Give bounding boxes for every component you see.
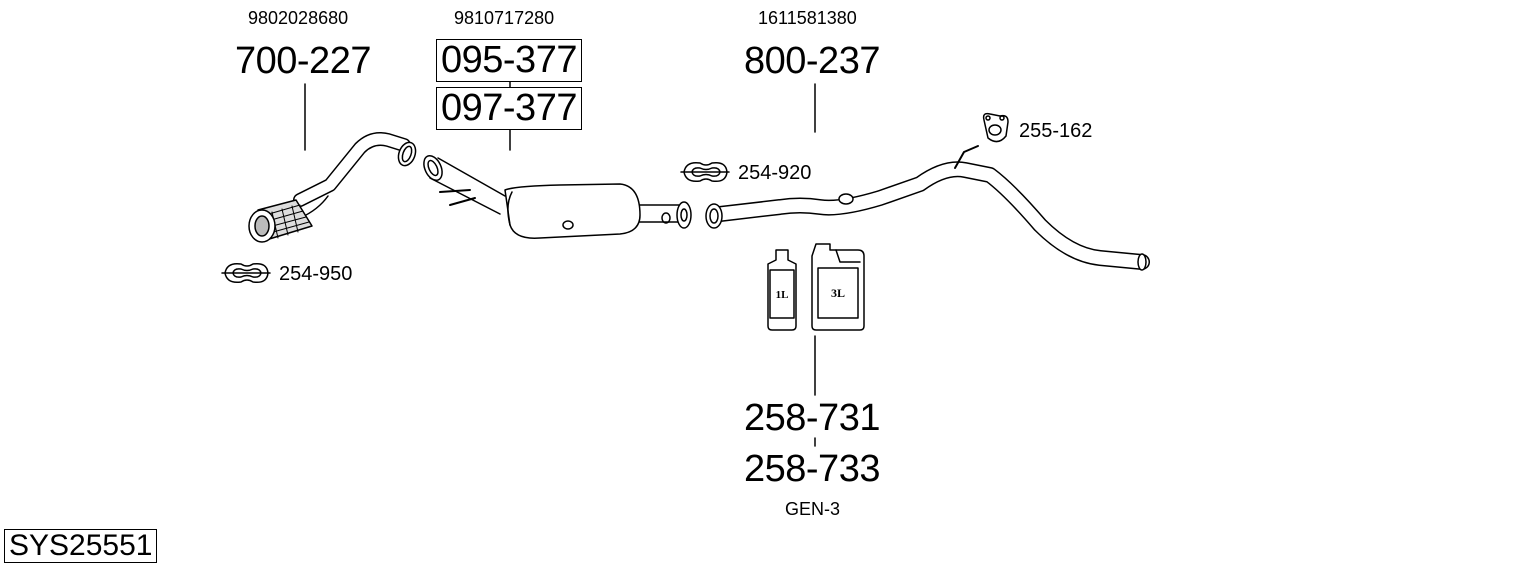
- fluid-can-large-icon: [811, 243, 865, 331]
- rubber-mount-icon: [982, 112, 1009, 143]
- fluid-can-large-label: 3L: [831, 286, 845, 300]
- part-clamp-mid[interactable]: 254-920: [738, 162, 812, 184]
- oe-number-front-pipe: 9802028680: [248, 8, 349, 28]
- part-fluid-a[interactable]: 258-731: [744, 397, 880, 439]
- part-rubber-mount[interactable]: 255-162: [1019, 120, 1093, 142]
- particle-filter-drawing: [423, 154, 692, 239]
- oe-number-rear-pipe: 1611581380: [758, 8, 857, 28]
- part-filter-a[interactable]: 095-377: [436, 39, 582, 82]
- part-rear-pipe[interactable]: 800-237: [744, 40, 880, 82]
- rear-pipe-drawing: [705, 145, 1150, 271]
- part-clamp-front[interactable]: 254-950: [279, 263, 353, 285]
- fluid-generation: GEN-3: [785, 499, 841, 519]
- part-filter-b[interactable]: 097-377: [436, 87, 582, 130]
- fluid-can-small-label: 1L: [776, 289, 789, 301]
- fluid-can-small-icon: [767, 249, 797, 331]
- clamp-mid-icon: [680, 161, 730, 183]
- clamp-front-icon: [221, 262, 271, 284]
- part-fluid-b[interactable]: 258-733: [744, 448, 880, 490]
- oe-number-filter: 9810717280: [454, 8, 555, 28]
- part-front-pipe[interactable]: 700-227: [235, 40, 371, 82]
- system-code: SYS25551: [4, 529, 158, 563]
- front-pipe-drawing: [248, 132, 417, 243]
